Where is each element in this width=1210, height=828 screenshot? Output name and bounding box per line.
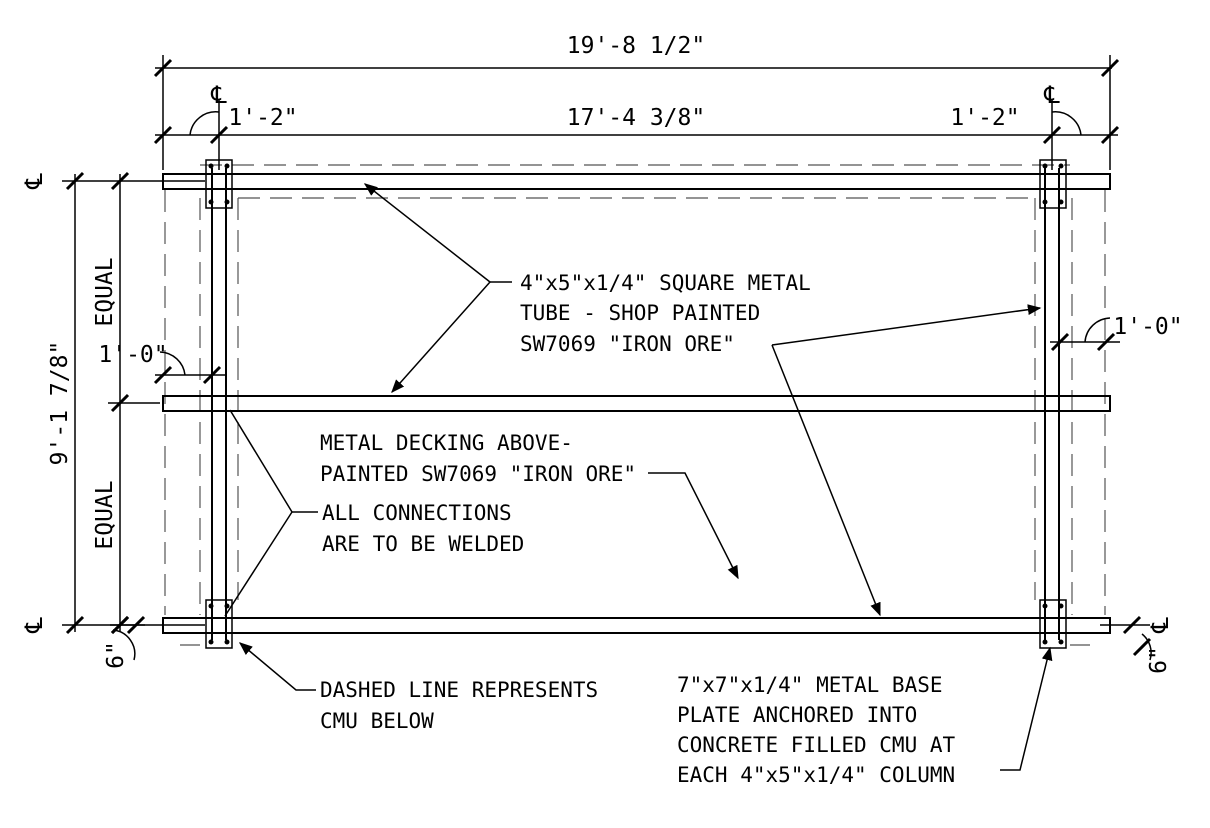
note-dashed-line: DASHED LINE REPRESENTS CMU BELOW: [320, 678, 598, 733]
cmu-outline-dashed: [164, 164, 1106, 646]
dimension-equal-spacing: EQUAL EQUAL: [92, 171, 160, 635]
note-weld-line-2: ARE TO BE WELDED: [322, 532, 524, 556]
left-overhang-label: 1'-2": [228, 105, 297, 131]
top-beam: [162, 173, 1111, 190]
bottom-offset-left-label: 6": [103, 641, 129, 669]
dimension-bottom-left: 6": [103, 615, 146, 669]
dimension-mid-beam-right: 1'-0": [1050, 314, 1183, 352]
note-base-plate-line-1: 7"x7"x1/4" METAL BASE: [677, 673, 943, 697]
note-tube-line-3: SW7069 "IRON ORE": [520, 332, 735, 356]
note-base-plate-line-4: EACH 4"x5"x1/4" COLUMN: [677, 763, 955, 787]
dimension-bottom-right: ℄ 6": [1100, 615, 1174, 674]
note-weld-line-1: ALL CONNECTIONS: [322, 501, 512, 525]
note-decking-line-2: PAINTED SW7069 "IRON ORE": [320, 462, 636, 486]
base-plate-bottom-left: [205, 599, 233, 649]
dimension-overall-depth: 9'-1 7/8" ℄ ℄: [20, 171, 205, 635]
dimension-mid-beam-left: 1'-0": [98, 342, 225, 385]
centerline-symbol-right-bottom: ℄: [1146, 617, 1174, 634]
centerline-symbol-left-bottom: ℄: [20, 617, 48, 634]
note-base-plate-line-2: PLATE ANCHORED INTO: [677, 703, 917, 727]
note-metal-decking: METAL DECKING ABOVE- PAINTED SW7069 "IRO…: [320, 431, 636, 486]
right-column: [1044, 168, 1060, 640]
centerline-symbol-top-right: ℄: [1043, 81, 1060, 109]
note-base-plate-line-3: CONCRETE FILLED CMU AT: [677, 733, 956, 757]
upper-equal-label: EQUAL: [92, 257, 118, 326]
bottom-offset-right-label: 6": [1146, 646, 1172, 674]
bottom-beam: [162, 617, 1111, 634]
mid-beam-offset-left-label: 1'-0": [98, 342, 167, 368]
overall-depth-label: 9'-1 7/8": [47, 341, 73, 466]
dimension-overall-width: 19'-8 1/2": [153, 33, 1120, 170]
note-welded-connections: ALL CONNECTIONS ARE TO BE WELDED: [322, 501, 524, 556]
base-plate-bottom-right: [1039, 599, 1067, 649]
left-column: [211, 168, 227, 640]
note-metal-tube: 4"x5"x1/4" SQUARE METAL TUBE - SHOP PAIN…: [520, 271, 811, 356]
overall-width-label: 19'-8 1/2": [567, 33, 705, 59]
note-dashed-line-1: DASHED LINE REPRESENTS: [320, 678, 598, 702]
note-tube-line-1: 4"x5"x1/4" SQUARE METAL: [520, 271, 811, 295]
note-base-plate: 7"x7"x1/4" METAL BASE PLATE ANCHORED INT…: [677, 673, 956, 787]
leader-lines: [224, 183, 1053, 771]
lower-equal-label: EQUAL: [92, 480, 118, 549]
center-span-label: 17'-4 3/8": [567, 105, 705, 131]
mid-beam-offset-right-label: 1'-0": [1113, 314, 1182, 340]
centerline-symbol-top-left: ℄: [210, 81, 227, 109]
note-tube-line-2: TUBE - SHOP PAINTED: [520, 301, 760, 325]
middle-beam: [162, 395, 1111, 412]
note-decking-line-1: METAL DECKING ABOVE-: [320, 431, 573, 455]
dimension-top-span: 1'-2" 17'-4 3/8" 1'-2" ℄ ℄: [153, 81, 1120, 170]
centerline-symbol-left-top: ℄: [20, 173, 48, 190]
base-plate-top-right: [1039, 159, 1067, 209]
right-overhang-label: 1'-2": [950, 105, 1019, 131]
note-dashed-line-2: CMU BELOW: [320, 709, 434, 733]
